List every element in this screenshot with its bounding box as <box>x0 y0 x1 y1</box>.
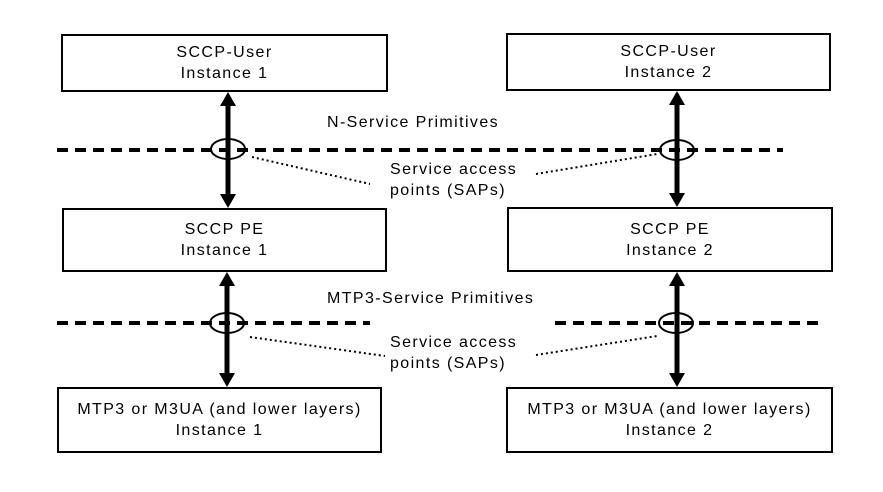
n-service-primitives-label: N-Service Primitives <box>327 114 500 131</box>
sap-ellipse-n-service-instance-2 <box>659 139 695 161</box>
box-title: SCCP-User <box>620 43 717 60</box>
box-sccp-pe-instance-2: SCCP PE Instance 2 <box>507 207 833 272</box>
box-subtitle: Instance 1 <box>180 65 269 82</box>
sap-leader-line-top-left <box>251 156 371 185</box>
arrow-sccp-user-2-to-sccp-pe-2 <box>669 91 685 207</box>
arrow-sccp-pe-2-to-mtp3-2 <box>669 272 685 387</box>
sap-leader-line-bottom-right <box>535 335 658 356</box>
box-subtitle: Instance 1 <box>180 242 269 259</box>
box-title: SCCP PE <box>184 221 265 238</box>
sap-label-top: Service access points (SAPs) <box>390 159 517 201</box>
mtp3-service-primitives-label: MTP3-Service Primitives <box>327 290 535 307</box>
sap-ellipse-mtp3-service-instance-1 <box>209 312 245 334</box>
box-mtp3-instance-2: MTP3 or M3UA (and lower layers) Instance… <box>506 387 833 453</box>
box-sccp-user-instance-1: SCCP-User Instance 1 <box>61 34 388 92</box>
box-title: MTP3 or M3UA (and lower layers) <box>527 401 812 418</box>
sap-label-line2: points (SAPs) <box>390 355 507 372</box>
sap-leader-line-bottom-left <box>249 336 386 357</box>
box-title: SCCP PE <box>630 220 710 238</box>
sap-leader-line-top-right <box>535 153 658 175</box>
box-mtp3-instance-1: MTP3 or M3UA (and lower layers) Instance… <box>57 387 382 453</box>
sap-label-line2: points (SAPs) <box>390 182 507 199</box>
box-title: MTP3 or M3UA (and lower layers) <box>77 401 362 418</box>
sap-label-bottom: Service access points (SAPs) <box>390 332 517 374</box>
box-title: SCCP-User <box>176 44 273 61</box>
sap-label-line1: Service access <box>390 334 518 351</box>
sap-ellipse-n-service-instance-1 <box>210 138 246 160</box>
box-subtitle: Instance 2 <box>626 241 714 259</box>
box-subtitle: Instance 2 <box>625 422 714 439</box>
box-sccp-user-instance-2: SCCP-User Instance 2 <box>506 33 831 91</box>
box-subtitle: Instance 2 <box>624 64 713 81</box>
sap-ellipse-mtp3-service-instance-2 <box>658 312 694 334</box>
sap-label-line1: Service access <box>390 161 518 178</box>
arrow-sccp-user-1-to-sccp-pe-1 <box>220 92 236 208</box>
arrow-sccp-pe-1-to-mtp3-1 <box>219 272 235 387</box>
box-sccp-pe-instance-1: SCCP PE Instance 1 <box>62 208 387 272</box>
box-subtitle: Instance 1 <box>175 422 264 439</box>
